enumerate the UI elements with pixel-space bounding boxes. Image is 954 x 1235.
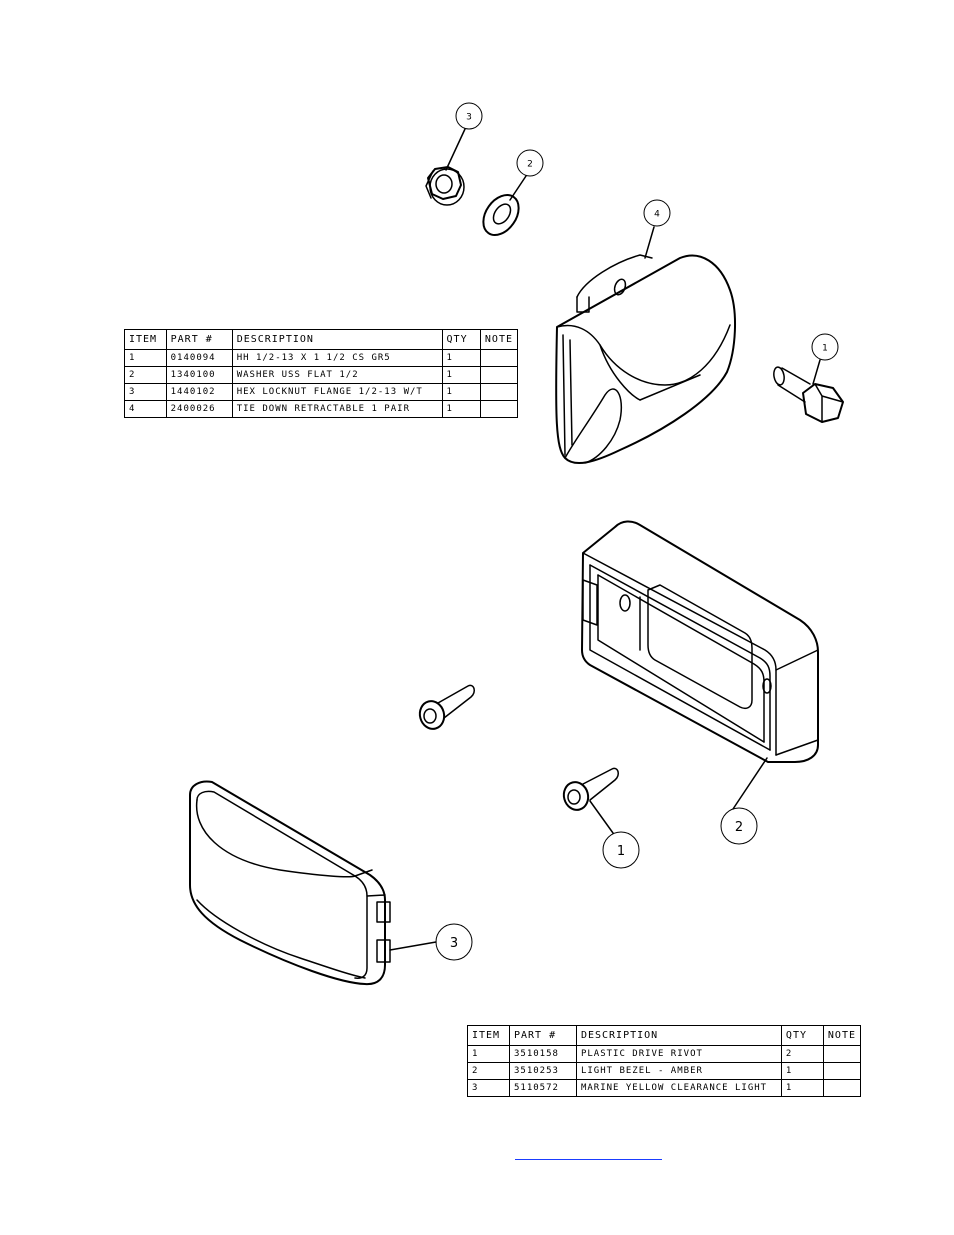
cell-description: HEX LOCKNUT FLANGE 1/2-13 W/T bbox=[231, 383, 443, 401]
cell-item: 4 bbox=[124, 400, 167, 418]
callout-balloon-2-upper bbox=[509, 149, 544, 201]
cell-note bbox=[479, 400, 519, 418]
column-header-item: ITEM bbox=[124, 329, 167, 350]
bom-header-row: ITEM PART # DESCRIPTION QTY NOTE bbox=[124, 329, 519, 350]
table-row: 3 5110572 MARINE YELLOW CLEARANCE LIGHT … bbox=[467, 1079, 862, 1097]
callout-balloon-4-upper bbox=[643, 199, 671, 259]
hex-bolt-part bbox=[773, 366, 844, 423]
drive-rivet-part-lower bbox=[562, 767, 620, 811]
column-header-note: NOTE bbox=[479, 329, 519, 350]
bom-header-row: ITEM PART # DESCRIPTION QTY NOTE bbox=[467, 1025, 862, 1046]
footer-hyperlink[interactable] bbox=[515, 1158, 662, 1160]
cell-part: 3510253 bbox=[508, 1062, 577, 1080]
callout-balloon-1-upper bbox=[811, 333, 839, 385]
cell-description: HH 1/2-13 X 1 1/2 CS GR5 bbox=[231, 349, 443, 367]
cell-part: 5110572 bbox=[508, 1079, 577, 1097]
cell-description: MARINE YELLOW CLEARANCE LIGHT bbox=[575, 1079, 782, 1097]
cell-qty: 1 bbox=[780, 1062, 824, 1080]
cell-part: 1340100 bbox=[165, 366, 233, 384]
flat-washer-part bbox=[482, 194, 520, 236]
cell-note bbox=[479, 383, 519, 401]
cell-description: TIE DOWN RETRACTABLE 1 PAIR bbox=[231, 400, 443, 418]
light-bezel-part bbox=[581, 520, 819, 763]
drive-rivet-part-upper bbox=[418, 684, 476, 730]
cell-description: LIGHT BEZEL - AMBER bbox=[575, 1062, 782, 1080]
column-header-description: DESCRIPTION bbox=[231, 329, 443, 350]
column-header-item: ITEM bbox=[467, 1025, 510, 1046]
cell-item: 1 bbox=[124, 349, 167, 367]
callout-balloon-2-lower bbox=[720, 757, 768, 845]
cell-part: 1440102 bbox=[165, 383, 233, 401]
table-row: 2 1340100 WASHER USS FLAT 1/2 1 bbox=[124, 366, 519, 384]
cell-note bbox=[822, 1062, 862, 1080]
callout-number: 3 bbox=[450, 936, 458, 951]
cell-description: WASHER USS FLAT 1/2 bbox=[231, 366, 443, 384]
cell-item: 2 bbox=[467, 1062, 510, 1080]
cell-part: 3510158 bbox=[508, 1045, 577, 1063]
cell-part: 0140094 bbox=[165, 349, 233, 367]
table-row: 3 1440102 HEX LOCKNUT FLANGE 1/2-13 W/T … bbox=[124, 383, 519, 401]
callout-number: 1 bbox=[822, 344, 828, 354]
column-header-part: PART # bbox=[165, 329, 233, 350]
table-row: 2 3510253 LIGHT BEZEL - AMBER 1 bbox=[467, 1062, 862, 1080]
callout-number: 1 bbox=[617, 844, 625, 859]
cell-note bbox=[479, 349, 519, 367]
column-header-part: PART # bbox=[508, 1025, 577, 1046]
cell-qty: 1 bbox=[441, 366, 481, 384]
bill-of-materials-upper: ITEM PART # DESCRIPTION QTY NOTE 1 01400… bbox=[124, 329, 519, 418]
hex-locknut-part bbox=[425, 166, 465, 206]
callout-balloon-1-lower bbox=[589, 800, 640, 869]
column-header-note: NOTE bbox=[822, 1025, 862, 1046]
callout-number: 2 bbox=[735, 820, 743, 835]
callout-number: 3 bbox=[466, 113, 472, 123]
callout-number: 4 bbox=[654, 210, 660, 220]
cell-qty: 1 bbox=[441, 383, 481, 401]
tie-down-part bbox=[555, 254, 736, 465]
bill-of-materials-lower: ITEM PART # DESCRIPTION QTY NOTE 1 35101… bbox=[467, 1025, 862, 1097]
cell-note bbox=[822, 1079, 862, 1097]
cell-qty: 1 bbox=[780, 1079, 824, 1097]
cell-qty: 1 bbox=[441, 400, 481, 418]
table-row: 1 3510158 PLASTIC DRIVE RIVOT 2 bbox=[467, 1045, 862, 1063]
cell-item: 3 bbox=[124, 383, 167, 401]
callout-number: 2 bbox=[527, 160, 533, 170]
table-row: 4 2400026 TIE DOWN RETRACTABLE 1 PAIR 1 bbox=[124, 400, 519, 418]
cell-note bbox=[479, 366, 519, 384]
cell-note bbox=[822, 1045, 862, 1063]
cell-description: PLASTIC DRIVE RIVOT bbox=[575, 1045, 782, 1063]
column-header-description: DESCRIPTION bbox=[575, 1025, 782, 1046]
column-header-qty: QTY bbox=[441, 329, 481, 350]
callout-balloon-3-lower bbox=[389, 923, 473, 961]
cell-part: 2400026 bbox=[165, 400, 233, 418]
table-row: 1 0140094 HH 1/2-13 X 1 1/2 CS GR5 1 bbox=[124, 349, 519, 367]
cell-item: 2 bbox=[124, 366, 167, 384]
cell-item: 1 bbox=[467, 1045, 510, 1063]
callout-balloon-3-upper bbox=[445, 102, 483, 171]
clearance-light-part bbox=[189, 780, 391, 986]
cell-qty: 1 bbox=[441, 349, 481, 367]
cell-qty: 2 bbox=[780, 1045, 824, 1063]
column-header-qty: QTY bbox=[780, 1025, 824, 1046]
cell-item: 3 bbox=[467, 1079, 510, 1097]
